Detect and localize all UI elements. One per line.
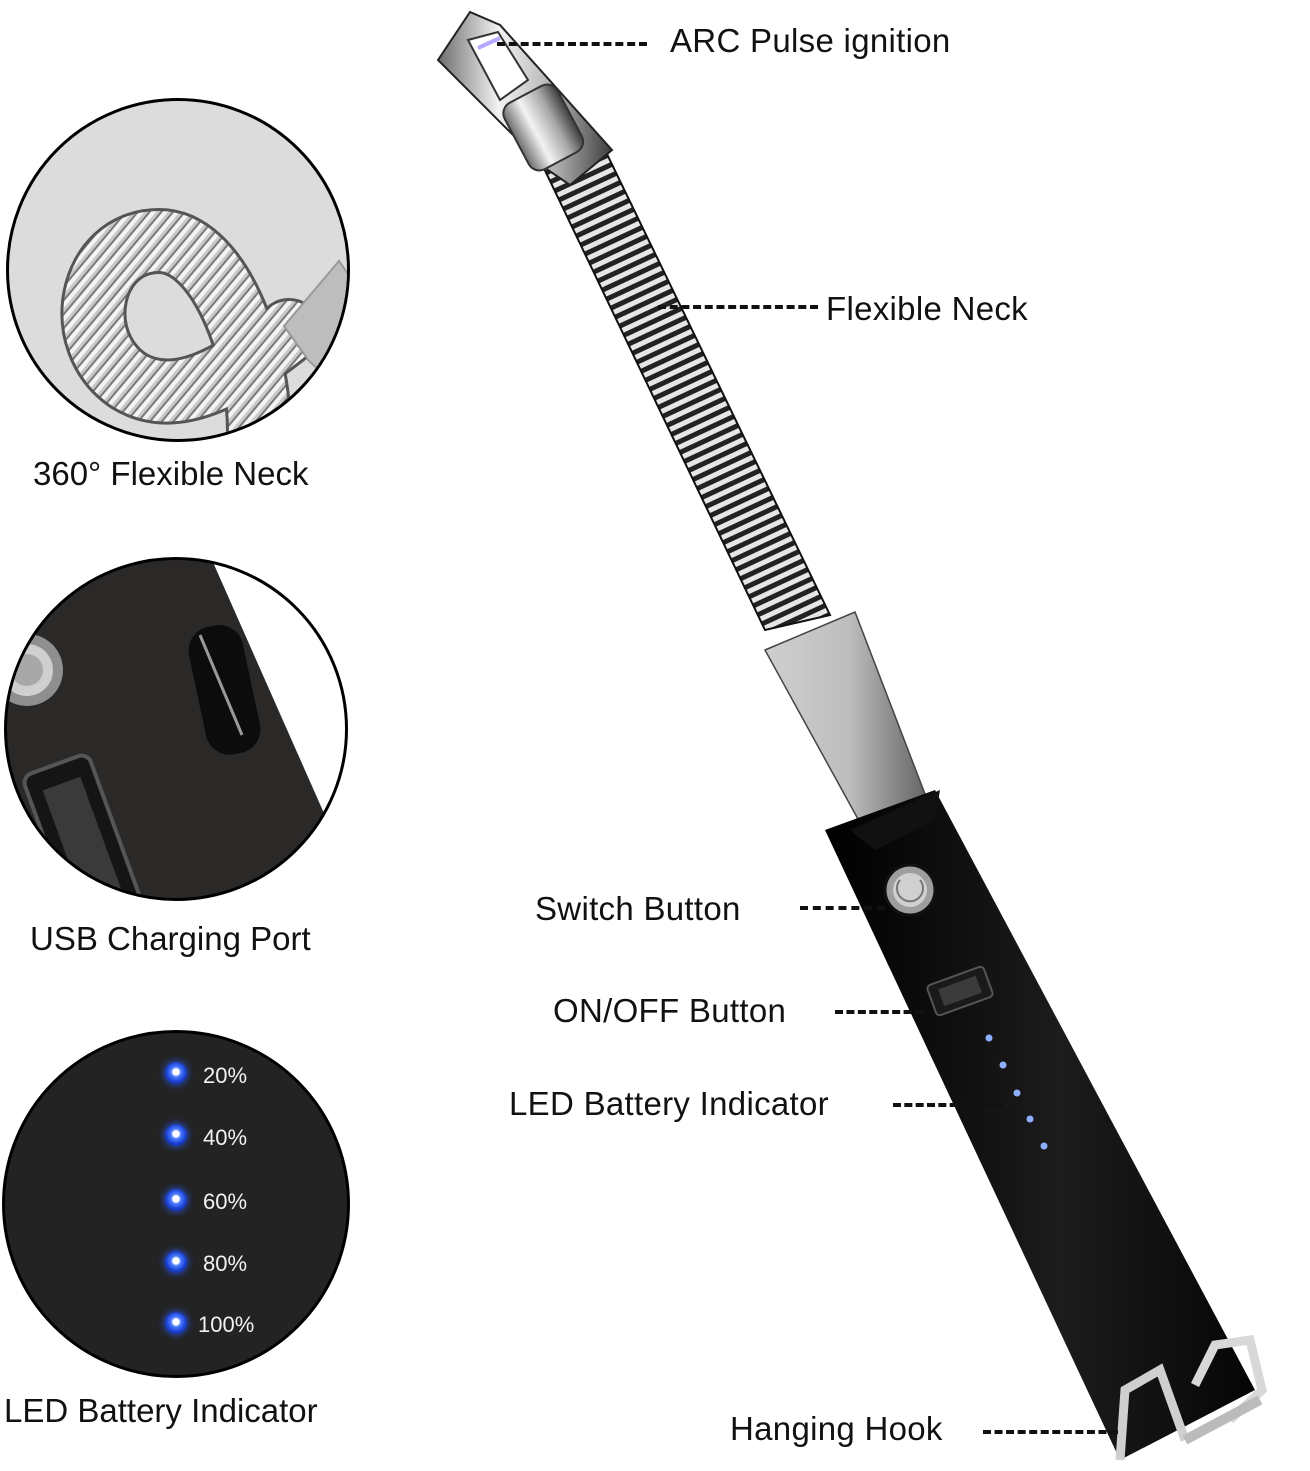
callout-arc-pulse: ARC Pulse ignition <box>670 22 951 59</box>
flexible-neck-inset <box>6 98 350 442</box>
battery-level-20: 20% <box>203 1063 248 1088</box>
arc-leader-line <box>497 42 647 46</box>
led-100-icon <box>165 1312 187 1334</box>
hanging-hook-icon <box>1115 1334 1267 1461</box>
led-40-icon <box>165 1124 187 1146</box>
callout-switch-button: Switch Button <box>535 890 741 927</box>
onoff-leader-line <box>835 1010 923 1014</box>
usb-inset-caption: USB Charging Port <box>30 920 311 957</box>
usb-port-illustration <box>7 560 345 898</box>
coiled-neck-illustration <box>60 207 347 439</box>
usb-port-inset <box>4 557 348 901</box>
battery-level-40: 40% <box>203 1125 248 1150</box>
callout-flexible-neck: Flexible Neck <box>826 290 1028 327</box>
body-led-icon <box>1013 1089 1021 1097</box>
led-60-icon <box>165 1189 187 1211</box>
flexible-neck-shape <box>538 148 832 632</box>
led-20-icon <box>165 1062 187 1084</box>
neck-inset-caption: 360° Flexible Neck <box>33 455 309 492</box>
callout-hanging-hook: Hanging Hook <box>730 1410 943 1447</box>
switch-leader-line <box>800 906 885 910</box>
battery-inset-caption: LED Battery Indicator <box>4 1392 318 1429</box>
led-leader-line <box>893 1103 1003 1107</box>
hook-leader-line <box>983 1430 1118 1434</box>
battery-indicator-inset: 20% 40% 60% 80% 100% <box>2 1030 350 1378</box>
callout-led-battery-indicator: LED Battery Indicator <box>509 1085 829 1122</box>
battery-level-100: 100% <box>198 1312 255 1337</box>
battery-level-80: 80% <box>203 1251 248 1276</box>
arc-tip-head <box>436 10 614 187</box>
battery-level-60: 60% <box>203 1189 248 1214</box>
neck-leader-line <box>658 305 818 309</box>
body-led-icon <box>985 1034 993 1042</box>
lighter-body <box>825 790 1255 1460</box>
body-led-icon <box>1040 1142 1048 1150</box>
body-led-icon <box>999 1061 1007 1069</box>
led-80-icon <box>165 1251 187 1273</box>
callout-on-off-button: ON/OFF Button <box>553 992 787 1029</box>
body-led-icon <box>1026 1115 1034 1123</box>
